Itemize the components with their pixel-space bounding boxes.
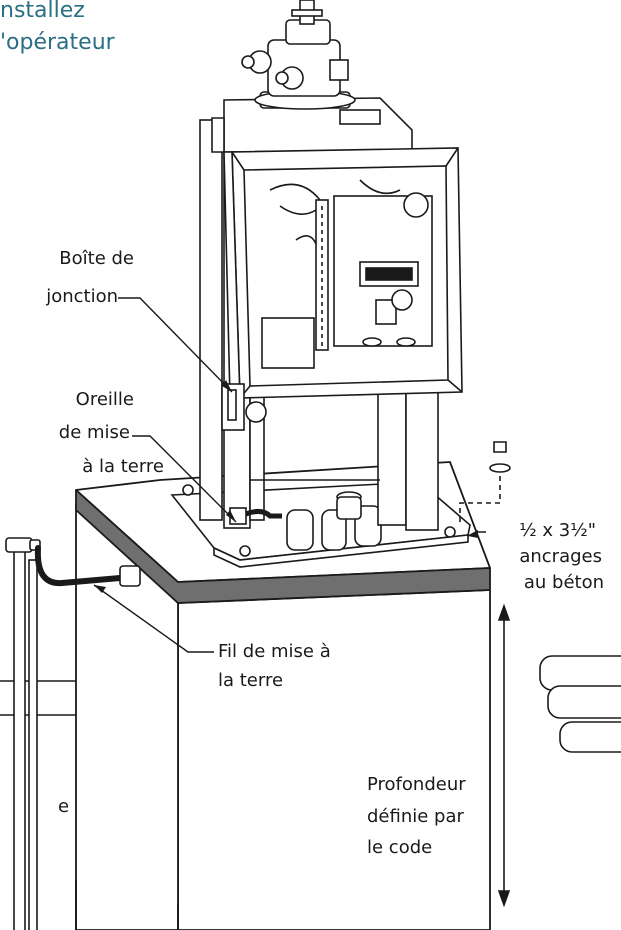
junction-box-label-line-2: jonction	[46, 286, 118, 307]
depth-label-line-1: Profondeur	[367, 774, 466, 795]
junction-box-label-line-1: Boîte de	[59, 248, 134, 269]
depth-dimension-arrow	[497, 603, 511, 908]
ground-wire-label-line-1: Fil de mise à	[218, 641, 331, 662]
junction-box	[221, 383, 267, 431]
anchors-label-line-2: ancrages	[519, 546, 602, 567]
ground-lug-label-line-1: Oreille	[75, 389, 134, 410]
ground-wire	[34, 545, 123, 587]
leader-arrowheads	[94, 380, 478, 593]
anchors-label-line-1: ½ x 3½"	[519, 520, 596, 541]
top-gearbox	[211, 0, 413, 153]
cut-off-label-fragment: e	[58, 796, 70, 817]
depth-label-line-3: le code	[367, 837, 433, 858]
anchor-bolt-detail	[459, 441, 511, 526]
section-title-line-2: 'opérateur	[0, 30, 115, 55]
ground-lug-label-line-2: de mise	[58, 422, 130, 443]
control-box	[223, 147, 463, 399]
ground-wire-label-line-2: la terre	[218, 670, 284, 691]
anchors-label-line-3: au béton	[523, 572, 604, 593]
ground-lug-label-line-3: à la terre	[82, 456, 164, 477]
section-title-line-1: nstallez	[0, 0, 85, 23]
wire-clamp	[119, 565, 141, 587]
right-conduits	[539, 655, 621, 753]
concrete-pad	[75, 461, 491, 930]
depth-label-line-2: définie par	[367, 806, 464, 827]
